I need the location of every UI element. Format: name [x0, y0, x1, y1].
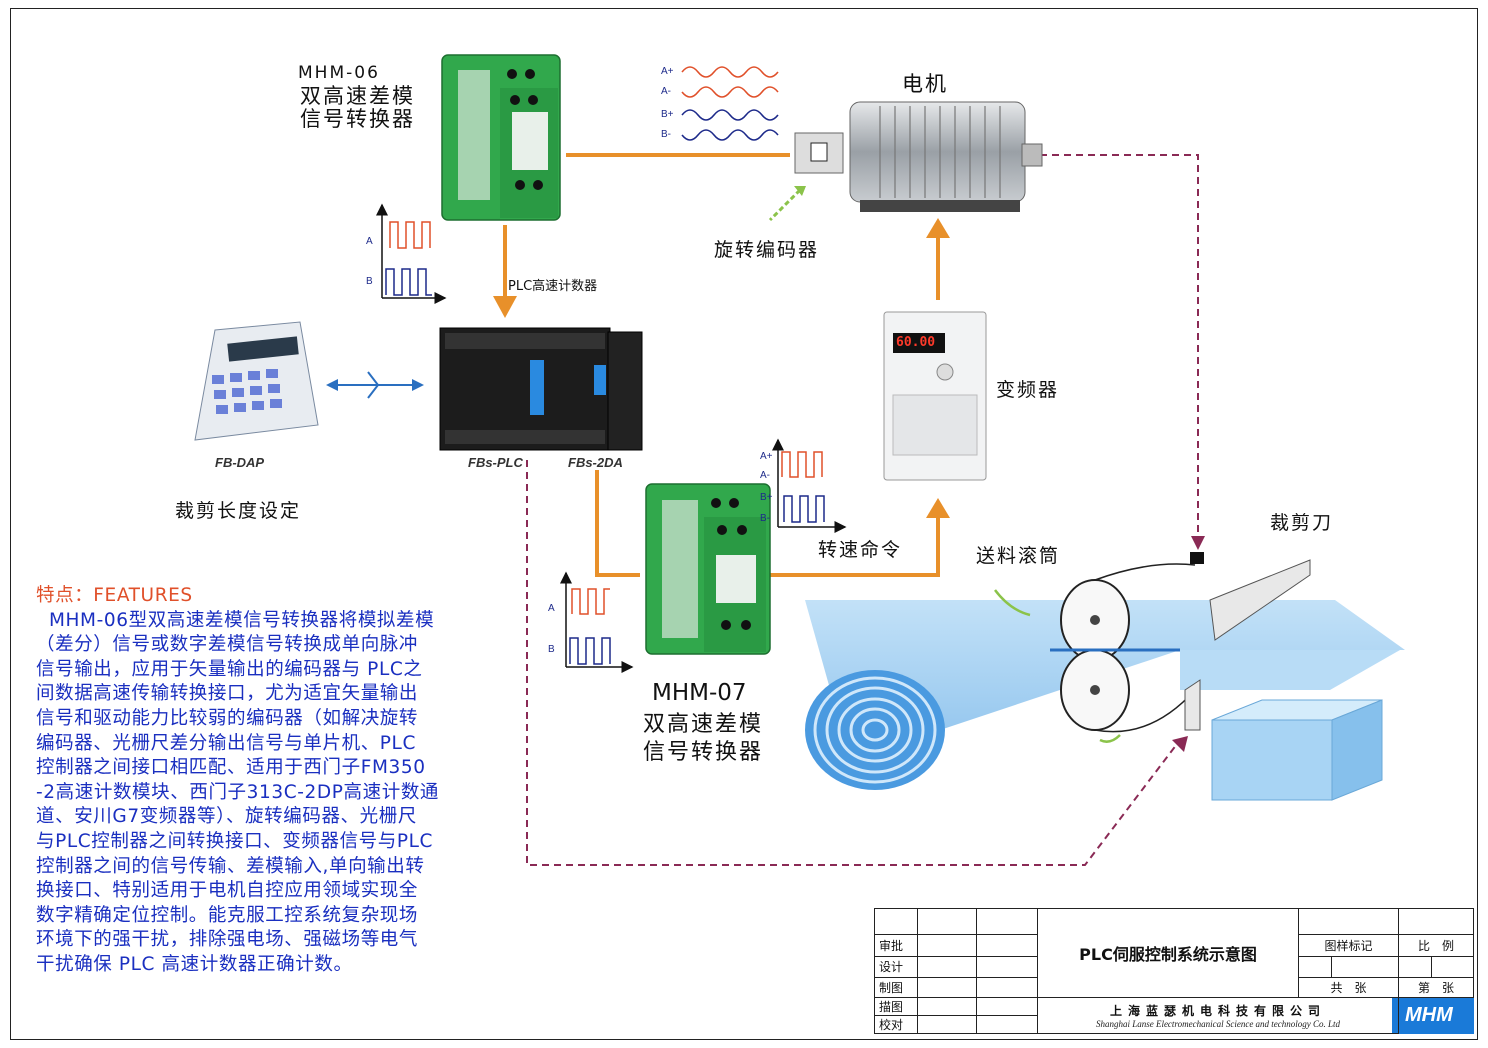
sig-a-2: A — [548, 603, 555, 614]
dashed-motor-cutter — [1040, 154, 1199, 540]
plc-counter-label: PLC高速计数器 — [508, 279, 598, 294]
arrow-to-motor — [926, 218, 950, 238]
pipe-mhm07-inverter — [770, 515, 940, 577]
sig-a-1: A — [366, 236, 373, 247]
plc-unit — [439, 327, 643, 451]
mhm06-desc-line2: 信号转换器 — [300, 107, 415, 131]
features-line: （差分）信号或数字差模信号转换成单向脉冲 — [36, 634, 419, 656]
features-body: MHM-06型双高速差模信号转换器将模拟差模 （差分）信号或数字差模信号转换成单向… — [36, 609, 506, 978]
tb-check: 校对 — [874, 1014, 918, 1035]
features-panel: 特点：FEATURES MHM-06型双高速差模信号转换器将模拟差模 （差分）信号… — [36, 584, 506, 978]
logo-text: MHM — [1405, 1004, 1453, 1026]
pulse-chart-inverter — [772, 438, 847, 533]
tb-review: 审批 — [874, 934, 918, 958]
tb-design: 设计 — [874, 956, 918, 978]
mhm07-model-label: MHM-07 — [652, 680, 747, 706]
fb-dap-label: FB-DAP — [215, 455, 265, 470]
sig-b-plus-inv: B+ — [760, 492, 773, 503]
mhm07-device — [645, 483, 771, 655]
tb-page: 第 张 — [1398, 976, 1474, 998]
features-line: 信号输出，应用于矢量输出的编码器与 PLC之 — [36, 658, 423, 680]
feed-roller-label: 送料滚筒 — [976, 545, 1061, 567]
speed-command-label: 转速命令 — [818, 539, 903, 561]
tb-total: 共 张 — [1298, 976, 1399, 998]
tb-ratio: 比 例 — [1398, 934, 1474, 958]
inverter-unit — [883, 311, 987, 481]
features-line: 编码器、光栅尺差分输出信号与单片机、PLC — [36, 732, 416, 754]
sig-a-minus-top: A- — [661, 86, 671, 97]
features-line: -2高速计数模块、西门子313C-2DP高速计数通 — [36, 781, 440, 803]
dashed-plc-cutter — [526, 460, 1181, 866]
features-line: 控制器之间的信号传输、差模输入,单向输出转 — [36, 855, 425, 877]
features-line: 间数据高速传输转换接口，尤为适宜矢量输出 — [36, 683, 419, 705]
mhm07-desc-line1: 双高速差模 — [643, 712, 764, 737]
inverter-display: 60.00 — [896, 335, 936, 350]
mhm06-model-label: MHM-06 — [298, 63, 380, 83]
comm-link-arrow — [326, 371, 424, 399]
features-line: 数字精确定位控制。能克服工控系统复杂现场 — [36, 904, 419, 926]
sig-b-minus-top: B- — [661, 129, 671, 140]
features-line: 环境下的强干扰，排除强电场、强磁场等电气 — [36, 929, 419, 951]
drawing-frame — [10, 8, 1478, 1040]
fb-dap-keypad — [194, 321, 319, 441]
motor-label: 电机 — [902, 72, 948, 96]
fbs-plc-label: FBs-PLC — [468, 455, 523, 470]
length-setting-label: 裁剪长度设定 — [175, 500, 302, 522]
sig-a-plus-top: A+ — [661, 66, 674, 77]
inverter-label: 变频器 — [996, 379, 1060, 401]
features-line: 信号和驱动能力比较弱的编码器（如解决旋转 — [36, 707, 419, 729]
company-name: 上海蓝瑟机电科技有限公司 — [1109, 1003, 1326, 1018]
title-block: PLC伺服控制系统示意图 审批 图样标记 比 例 设计 制图 共 张 第 张 描… — [874, 907, 1474, 1035]
cutter-label: 裁剪刀 — [1270, 512, 1334, 534]
tb-trace: 描图 — [874, 996, 918, 1016]
encoder-arrow — [768, 186, 806, 222]
fbs-2da-label: FBs-2DA — [568, 455, 623, 470]
sig-b-2: B — [548, 644, 555, 655]
encoder-waveforms — [681, 66, 779, 141]
features-line: 与PLC控制器之间转换接口、变频器信号与PLC — [36, 830, 434, 852]
mhm07-desc-line2: 信号转换器 — [643, 740, 764, 765]
tb-draft: 制图 — [874, 976, 918, 998]
sig-b-1: B — [366, 276, 373, 287]
signal-pipes — [503, 153, 940, 577]
arrow-to-inverter — [926, 498, 950, 518]
motor — [794, 101, 1043, 212]
features-line: MHM-06型双高速差模信号转换器将模拟差模 — [36, 609, 435, 631]
arrow-to-plc — [493, 296, 517, 318]
mhm06-desc-line1: 双高速差模 — [300, 84, 415, 108]
sig-a-minus-inv: A- — [760, 470, 770, 481]
features-line: 干扰确保 PLC 高速计数器正确计数。 — [36, 953, 353, 975]
features-heading: 特点：FEATURES — [36, 585, 193, 606]
pulse-chart-mhm07 — [560, 571, 634, 673]
encoder-label: 旋转编码器 — [714, 239, 820, 261]
drawing-title: PLC伺服控制系统示意图 — [1037, 908, 1299, 998]
features-line: 换接口、特别适用于电机自控应用领域实现全 — [36, 880, 419, 902]
tb-sample-mark: 图样标记 — [1298, 934, 1399, 958]
feedback-lines — [526, 154, 1199, 866]
material-feed — [805, 552, 1405, 801]
sig-b-minus-inv: B- — [760, 513, 770, 524]
company-name-en: Shanghai Lanse Electromechanical Science… — [1095, 1018, 1341, 1029]
sig-a-plus-inv: A+ — [760, 451, 773, 462]
mhm06-device — [441, 54, 561, 221]
pulse-chart-mhm06 — [376, 203, 447, 304]
sig-b-plus-top: B+ — [661, 109, 674, 120]
pipe-2da-mhm07 — [595, 470, 640, 577]
logo-mhm — [1392, 998, 1474, 1034]
features-line: 道、安川G7变频器等）、旋转编码器、光栅尺 — [36, 806, 417, 828]
features-line: 控制器之间接口相匹配、适用于西门子FM350 — [36, 757, 426, 779]
